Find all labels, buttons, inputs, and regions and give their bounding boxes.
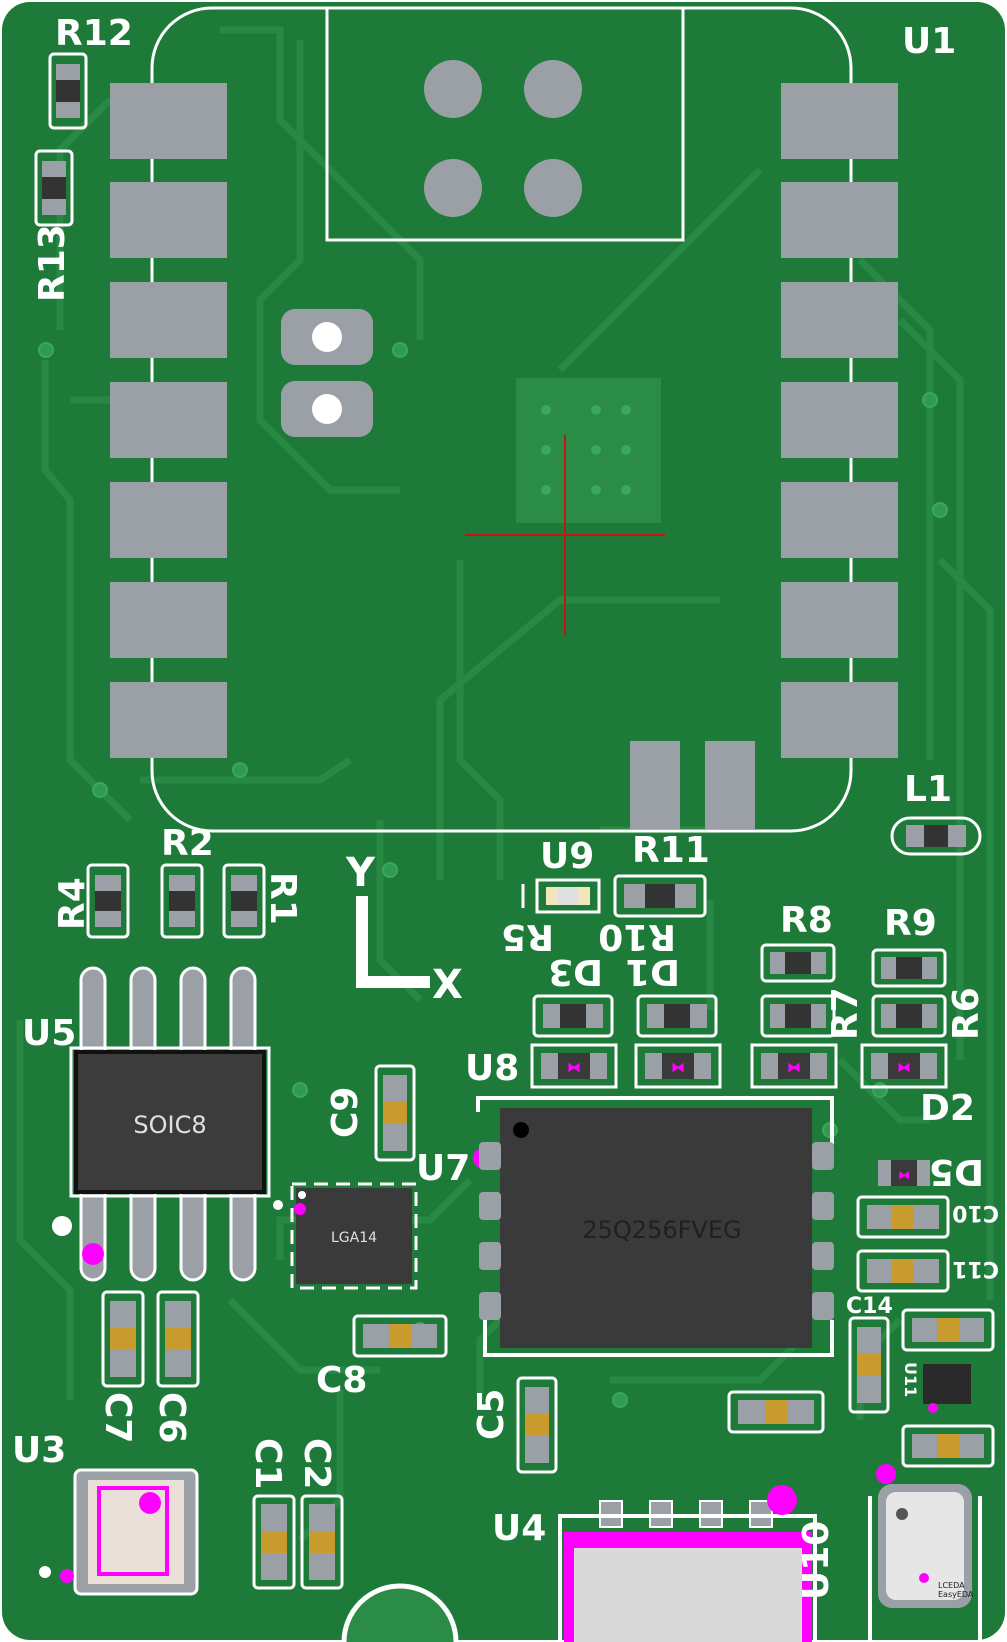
u1-module [110,6,898,833]
label-c9: C9 [325,1087,366,1138]
center-crosshair [465,435,665,635]
label-l1: L1 [904,769,952,810]
u7-package-label: LGA14 [331,1230,377,1246]
u5-soic8 [52,966,271,1282]
u3-sensor [39,1468,199,1596]
label-c5: C5 [471,1389,512,1440]
label-c10: C10 [952,1200,999,1225]
xy-axis-marker [356,896,430,988]
label-u7: U7 [416,1148,470,1189]
label-r8: R8 [780,900,833,941]
chip-markings: SOIC8 LGA14 25Q256FVEG LCEDA EasyEDA [133,1111,974,1599]
u10-logo-line2: EasyEDA [938,1590,974,1599]
label-r13: R13 [32,224,73,302]
label-r2: R2 [161,823,214,864]
svg-text:⧓: ⧓ [897,1060,911,1076]
label-u3: U3 [12,1430,66,1471]
label-c7: C7 [97,1392,138,1443]
passives: ⧓ ⧓ ⧓ ⧓ ⧓ [34,52,995,1590]
label-axis-y: Y [345,850,376,896]
svg-text:⧓: ⧓ [671,1060,685,1076]
label-u5: U5 [22,1013,76,1054]
u10-sensor [868,1464,982,1640]
label-u4: U4 [492,1508,546,1549]
svg-text:⧓: ⧓ [787,1060,801,1076]
u1-antenna-keepout [325,6,685,242]
label-d2: D2 [920,1088,975,1129]
label-r6: R6 [946,987,987,1040]
u1-center-pad [516,378,661,523]
u7-lga14 [273,1182,418,1290]
label-r4: R4 [52,877,93,930]
u10-logo-line1: LCEDA [938,1581,965,1590]
label-axis-x: X [432,962,463,1008]
label-c1: C1 [247,1438,288,1489]
u1-center-vias [541,405,631,495]
label-u9: U9 [540,836,594,877]
u4-connector [341,1485,817,1642]
label-d5: D5 [929,1151,984,1192]
silkscreen-labels: U1 R12 R13 L1 R2 R4 R1 U9 R11 R5 R10 D3 … [12,13,999,1600]
u1-mounting-pads [281,309,373,437]
label-u8: U8 [465,1048,519,1089]
svg-text:⧓: ⧓ [898,1168,910,1182]
label-c2: C2 [296,1438,337,1489]
label-d3: D3 [548,951,603,992]
label-r1: R1 [262,872,303,925]
u11-ic [923,1364,971,1413]
label-u1: U1 [902,21,956,62]
label-r10: R10 [598,916,676,957]
u5-package-label: SOIC8 [133,1111,206,1139]
u1-antenna-pads [424,60,582,217]
label-c6: C6 [151,1392,192,1443]
label-r7: R7 [825,987,866,1040]
label-r12: R12 [55,13,133,54]
flash-chip [473,1096,834,1357]
label-r9: R9 [884,903,937,944]
u1-left-pads [110,83,227,758]
label-u11: U11 [901,1362,920,1397]
label-c14: C14 [846,1294,893,1319]
u1-bottom-pads [630,741,755,829]
label-c8: C8 [316,1360,367,1401]
flash-part-label: 25Q256FVEG [582,1216,741,1244]
label-r5: R5 [501,916,554,957]
label-u10: U10 [796,1521,837,1600]
svg-text:⧓: ⧓ [567,1060,581,1076]
label-r11: R11 [632,830,710,871]
label-d1: D1 [625,951,680,992]
label-c11: C11 [952,1256,999,1281]
u1-right-pads [781,83,898,758]
